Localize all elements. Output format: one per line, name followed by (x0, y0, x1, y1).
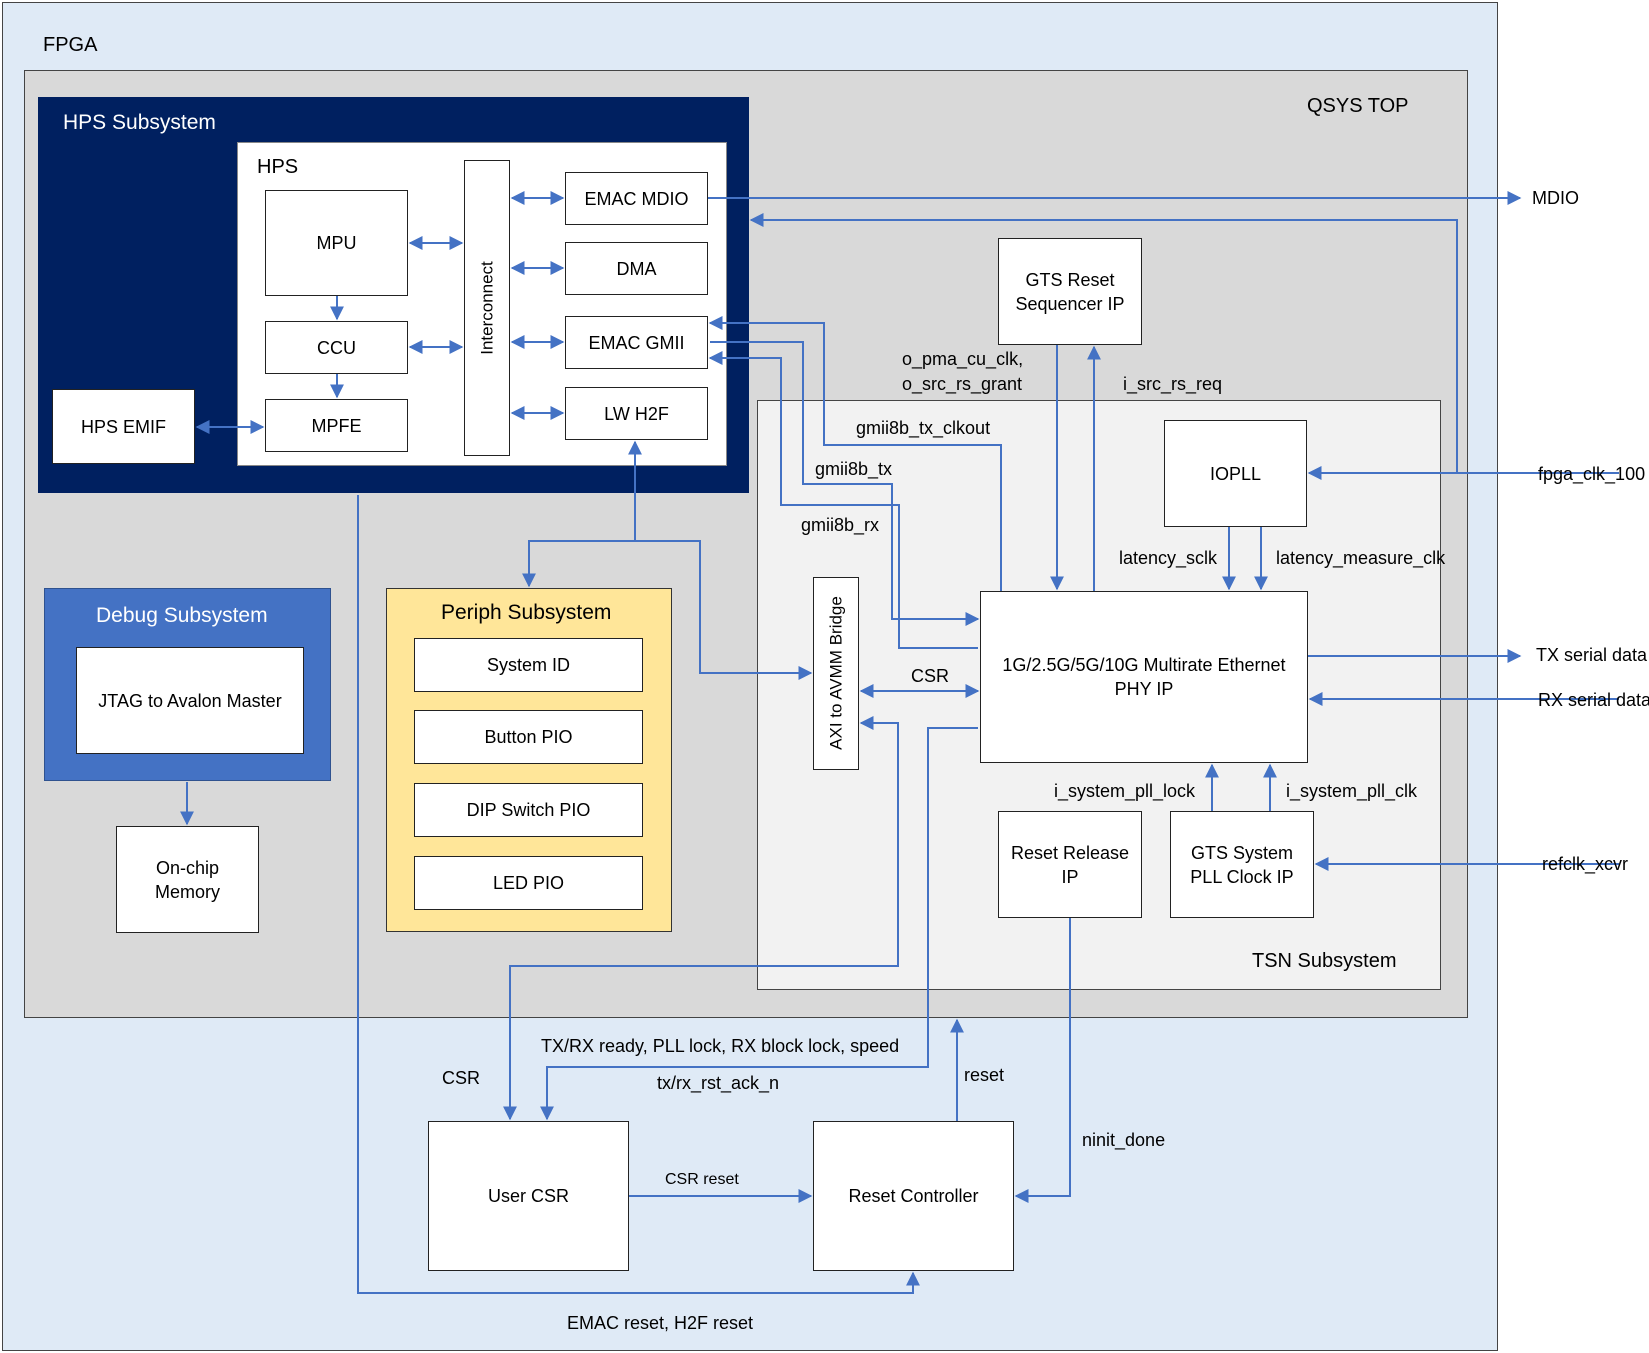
reset-controller-block: Reset Controller (813, 1121, 1014, 1271)
o-src-rs-grant-label: o_src_rs_grant (902, 374, 1023, 394)
jtag-master-block: JTAG to Avalon Master (76, 647, 304, 754)
gmii8b-tx-clkout-line (708, 316, 1002, 591)
gmii8b-tx-line (710, 341, 980, 626)
csr-user-label: CSR (442, 1068, 481, 1088)
csr-reset-label: CSR reset (665, 1171, 739, 1188)
status-label: TX/RX ready, PLL lock, RX block lock, sp… (541, 1036, 900, 1056)
tx-serial-label: TX serial data (1536, 645, 1648, 665)
periph-subsystem-label: Periph Subsystem (441, 601, 612, 624)
debug-subsystem-label: Debug Subsystem (96, 604, 268, 627)
ethernet-phy-block: 1G/2.5G/5G/10G Multirate Ethernet PHY IP (980, 591, 1308, 763)
gmii8b-tx-label: gmii8b_tx (815, 459, 893, 479)
fpga-label: FPGA (43, 34, 98, 56)
ccu-block: CCU (265, 321, 408, 374)
refclk-xcvr-label: refclk_xcvr (1542, 854, 1629, 874)
iopll-block: IOPLL (1164, 420, 1307, 527)
mpfe-block: MPFE (265, 399, 408, 452)
mpu-block: MPU (265, 190, 408, 296)
tx-rx-rst-ack-label: tx/rx_rst_ack_n (657, 1073, 780, 1093)
reset-release-block: Reset Release IP (998, 811, 1142, 918)
hps-label: HPS (257, 156, 299, 178)
lwh2f-bridge-line (635, 540, 813, 680)
lw-h2f-block: LW H2F (565, 387, 708, 440)
i-system-pll-lock-label: i_system_pll_lock (1054, 781, 1196, 801)
user-csr-block: User CSR (428, 1121, 629, 1271)
hps-subsystem-label: HPS Subsystem (63, 111, 216, 134)
csr-user-line (503, 716, 899, 1121)
tsn-subsystem-label: TSN Subsystem (1252, 950, 1397, 972)
ninit-done-label: ninit_done (1082, 1130, 1166, 1150)
interconnect-block (464, 160, 510, 456)
mdio-label: MDIO (1532, 188, 1579, 208)
lwh2f-bus-line (522, 440, 642, 588)
i-system-pll-clk-label: i_system_pll_clk (1286, 781, 1418, 801)
emac-h2f-reset-label: EMAC reset, H2F reset (567, 1313, 754, 1333)
gmii8b-tx-clkout-label: gmii8b_tx_clkout (856, 418, 991, 438)
gts-reset-sequencer-block: GTS Reset Sequencer IP (998, 238, 1142, 345)
latency-sclk-label: latency_sclk (1119, 548, 1218, 568)
fpga-clk-100-label: fpga_clk_100 (1538, 464, 1646, 484)
qsys-top-label: QSYS TOP (1307, 95, 1409, 117)
system-id-block: System ID (414, 638, 643, 692)
emac-mdio-block: EMAC MDIO (565, 172, 708, 225)
status-line (540, 727, 978, 1121)
dma-block: DMA (565, 242, 708, 295)
fpga-clk-to-hps-line (749, 213, 1458, 473)
o-pma-cu-clk-label: o_pma_cu_clk, (902, 349, 1024, 369)
gts-pll-clock-block: GTS System PLL Clock IP (1170, 811, 1314, 918)
reset-label: reset (964, 1065, 1005, 1085)
emac-gmii-block: EMAC GMII (565, 316, 708, 369)
gmii8b-rx-line (708, 351, 978, 649)
ninit-done-line (1014, 918, 1071, 1203)
latency-measure-clk-label: latency_measure_clk (1276, 548, 1446, 568)
emac-h2f-reset-line (357, 495, 920, 1294)
i-src-rs-req-label: i_src_rs_req (1123, 374, 1223, 394)
rx-serial-label: RX serial data (1538, 690, 1649, 710)
hps-emif-block: HPS EMIF (52, 389, 195, 464)
gmii8b-rx-label: gmii8b_rx (801, 515, 880, 535)
csr-bridge-label: CSR (911, 666, 950, 686)
onchip-memory-block: On-chip Memory (116, 826, 259, 933)
